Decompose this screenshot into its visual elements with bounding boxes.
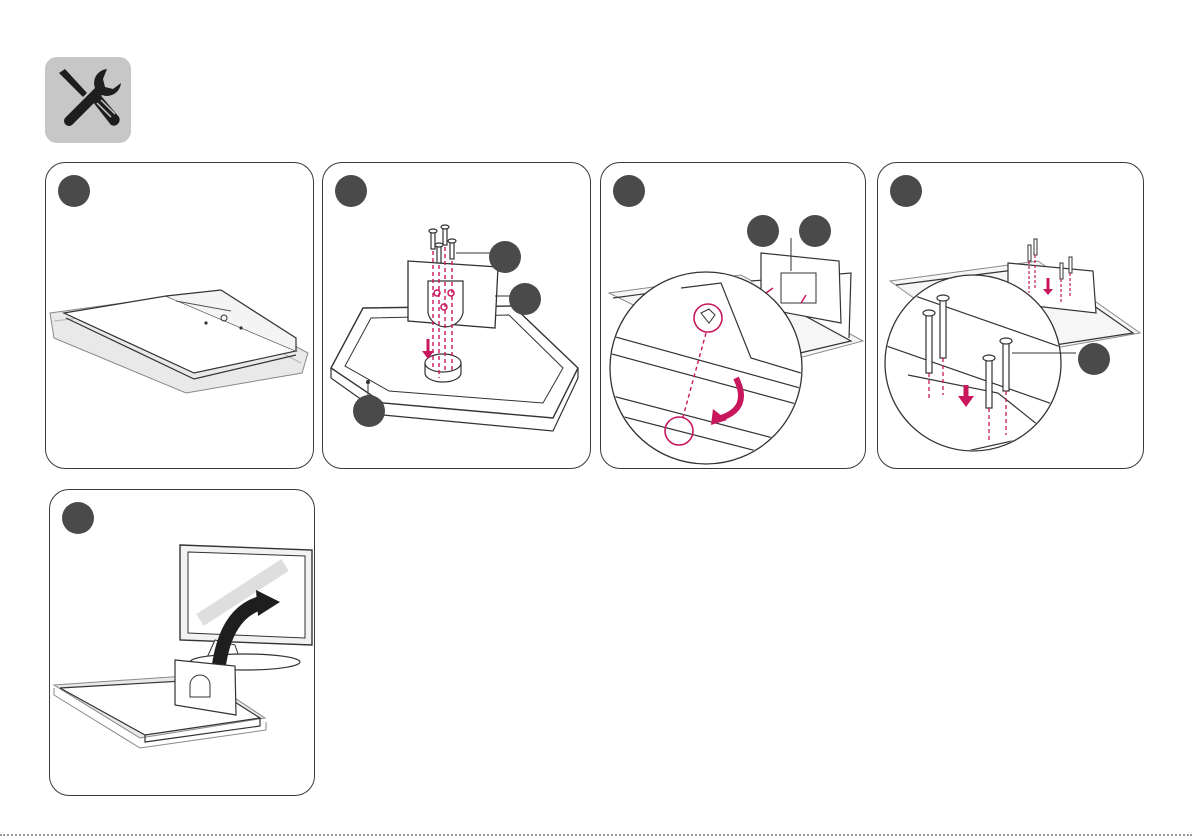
callout-screws (1078, 343, 1110, 375)
step-1-badge (58, 175, 90, 207)
step-5-panel (49, 489, 315, 796)
tv-face-down-illustration (46, 163, 314, 469)
step-4-badge (890, 175, 922, 207)
callout-screws (489, 241, 521, 273)
callout-stand-base (353, 395, 385, 427)
step-3-panel (600, 162, 866, 469)
bottom-dotted-rule (0, 834, 1192, 836)
step-5-badge (62, 502, 94, 534)
step-4-panel (877, 162, 1144, 469)
screw-fasten-illustration (878, 163, 1144, 469)
callout-stand-b (799, 215, 831, 247)
callout-stand-a (747, 215, 779, 247)
step-2-badge (335, 175, 367, 207)
step-2-panel (322, 162, 591, 469)
tv-upright-illustration (50, 490, 315, 796)
callout-stand-body (509, 283, 541, 315)
wrench-screwdriver-icon (45, 57, 131, 143)
tools-icon-box (45, 57, 131, 143)
step-3-badge (613, 175, 645, 207)
stand-insert-illustration (601, 163, 866, 469)
step-1-panel (45, 162, 314, 469)
